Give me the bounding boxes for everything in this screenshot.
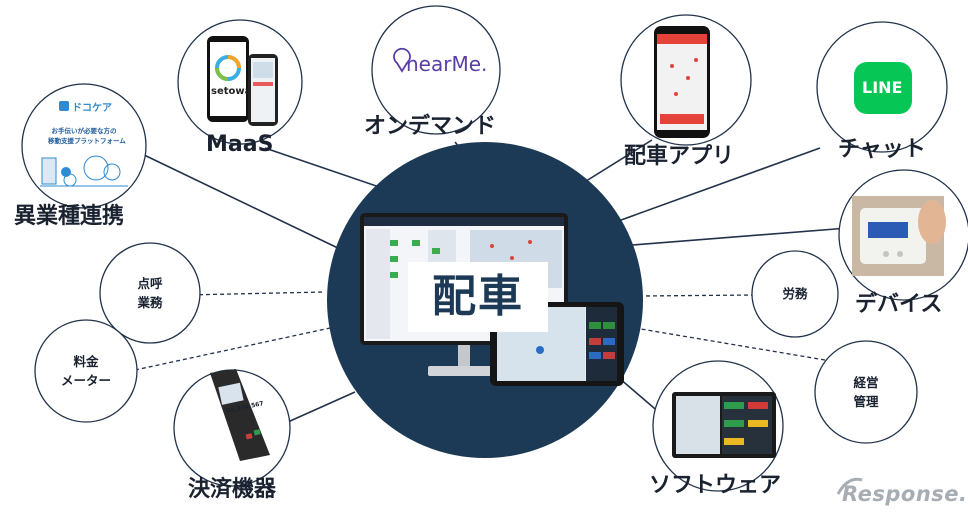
line-logo bbox=[854, 62, 912, 114]
connector-roll-call bbox=[184, 291, 326, 296]
connector-cross-industry bbox=[139, 152, 343, 251]
connector-device bbox=[631, 227, 849, 246]
label-fare-meter: 料金 メーター bbox=[46, 352, 126, 390]
dococare-subtitle-line1: お手伝いが必要な方の bbox=[51, 127, 117, 135]
label-management-line2: 管理 bbox=[853, 394, 879, 409]
pin-icon bbox=[393, 47, 411, 73]
dococare-logo: ドコケア bbox=[72, 103, 112, 114]
label-management: 経営 管理 bbox=[831, 373, 901, 411]
label-fare-meter-line2: メーター bbox=[60, 373, 111, 388]
software-tablet bbox=[672, 392, 776, 458]
label-roll-call-line1: 点呼 bbox=[137, 276, 163, 291]
connector-maas bbox=[264, 147, 389, 191]
node-labor-circle bbox=[751, 250, 839, 338]
node-ondemand-circle bbox=[371, 5, 501, 135]
label-fare-meter-line1: 料金 bbox=[73, 354, 99, 369]
watermark-swoosh bbox=[836, 477, 863, 495]
label-roll-call: 点呼 業務 bbox=[115, 274, 185, 312]
connector-dispatch-app bbox=[574, 139, 653, 189]
label-maas: MaaS bbox=[206, 132, 274, 157]
card-terminal-icon bbox=[210, 369, 270, 461]
label-roll-call-line2: 業務 bbox=[137, 295, 163, 310]
connector-fare-meter bbox=[134, 327, 331, 371]
connector-labor bbox=[639, 294, 756, 297]
label-ondemand: オンデマンド bbox=[364, 114, 497, 139]
label-cross-industry: 異業種連携 bbox=[14, 204, 125, 229]
dococare-subtitle: お手伝いが必要な方の 移動支援プラットフォーム bbox=[48, 126, 126, 146]
dococare-illustration bbox=[40, 101, 128, 187]
phone-icon bbox=[654, 26, 710, 138]
label-labor: 労務 bbox=[782, 286, 808, 301]
label-device: デバイス bbox=[855, 292, 943, 317]
phone-icon bbox=[207, 36, 278, 126]
line-logo-text: LINE bbox=[862, 78, 903, 97]
label-payment: 決済機器 bbox=[188, 477, 277, 502]
label-management-line1: 経営 bbox=[853, 375, 879, 390]
label-dispatch-app: 配車アプリ bbox=[624, 144, 735, 169]
node-roll-call-circle bbox=[99, 242, 201, 344]
watermark: Response. bbox=[842, 482, 968, 506]
connector-chat bbox=[609, 147, 821, 225]
label-software: ソフトウェア bbox=[649, 473, 782, 498]
nearme-logo: nearMe. bbox=[406, 52, 488, 76]
label-chat: チャット bbox=[838, 137, 926, 162]
setowa-logo: setowa bbox=[211, 86, 252, 97]
dococare-subtitle-line2: 移動支援プラットフォーム bbox=[48, 137, 126, 145]
node-management-circle bbox=[814, 340, 918, 444]
device-illustration bbox=[852, 196, 946, 276]
node-fare-meter-circle bbox=[34, 319, 138, 423]
center-label: 配車 bbox=[408, 262, 548, 332]
